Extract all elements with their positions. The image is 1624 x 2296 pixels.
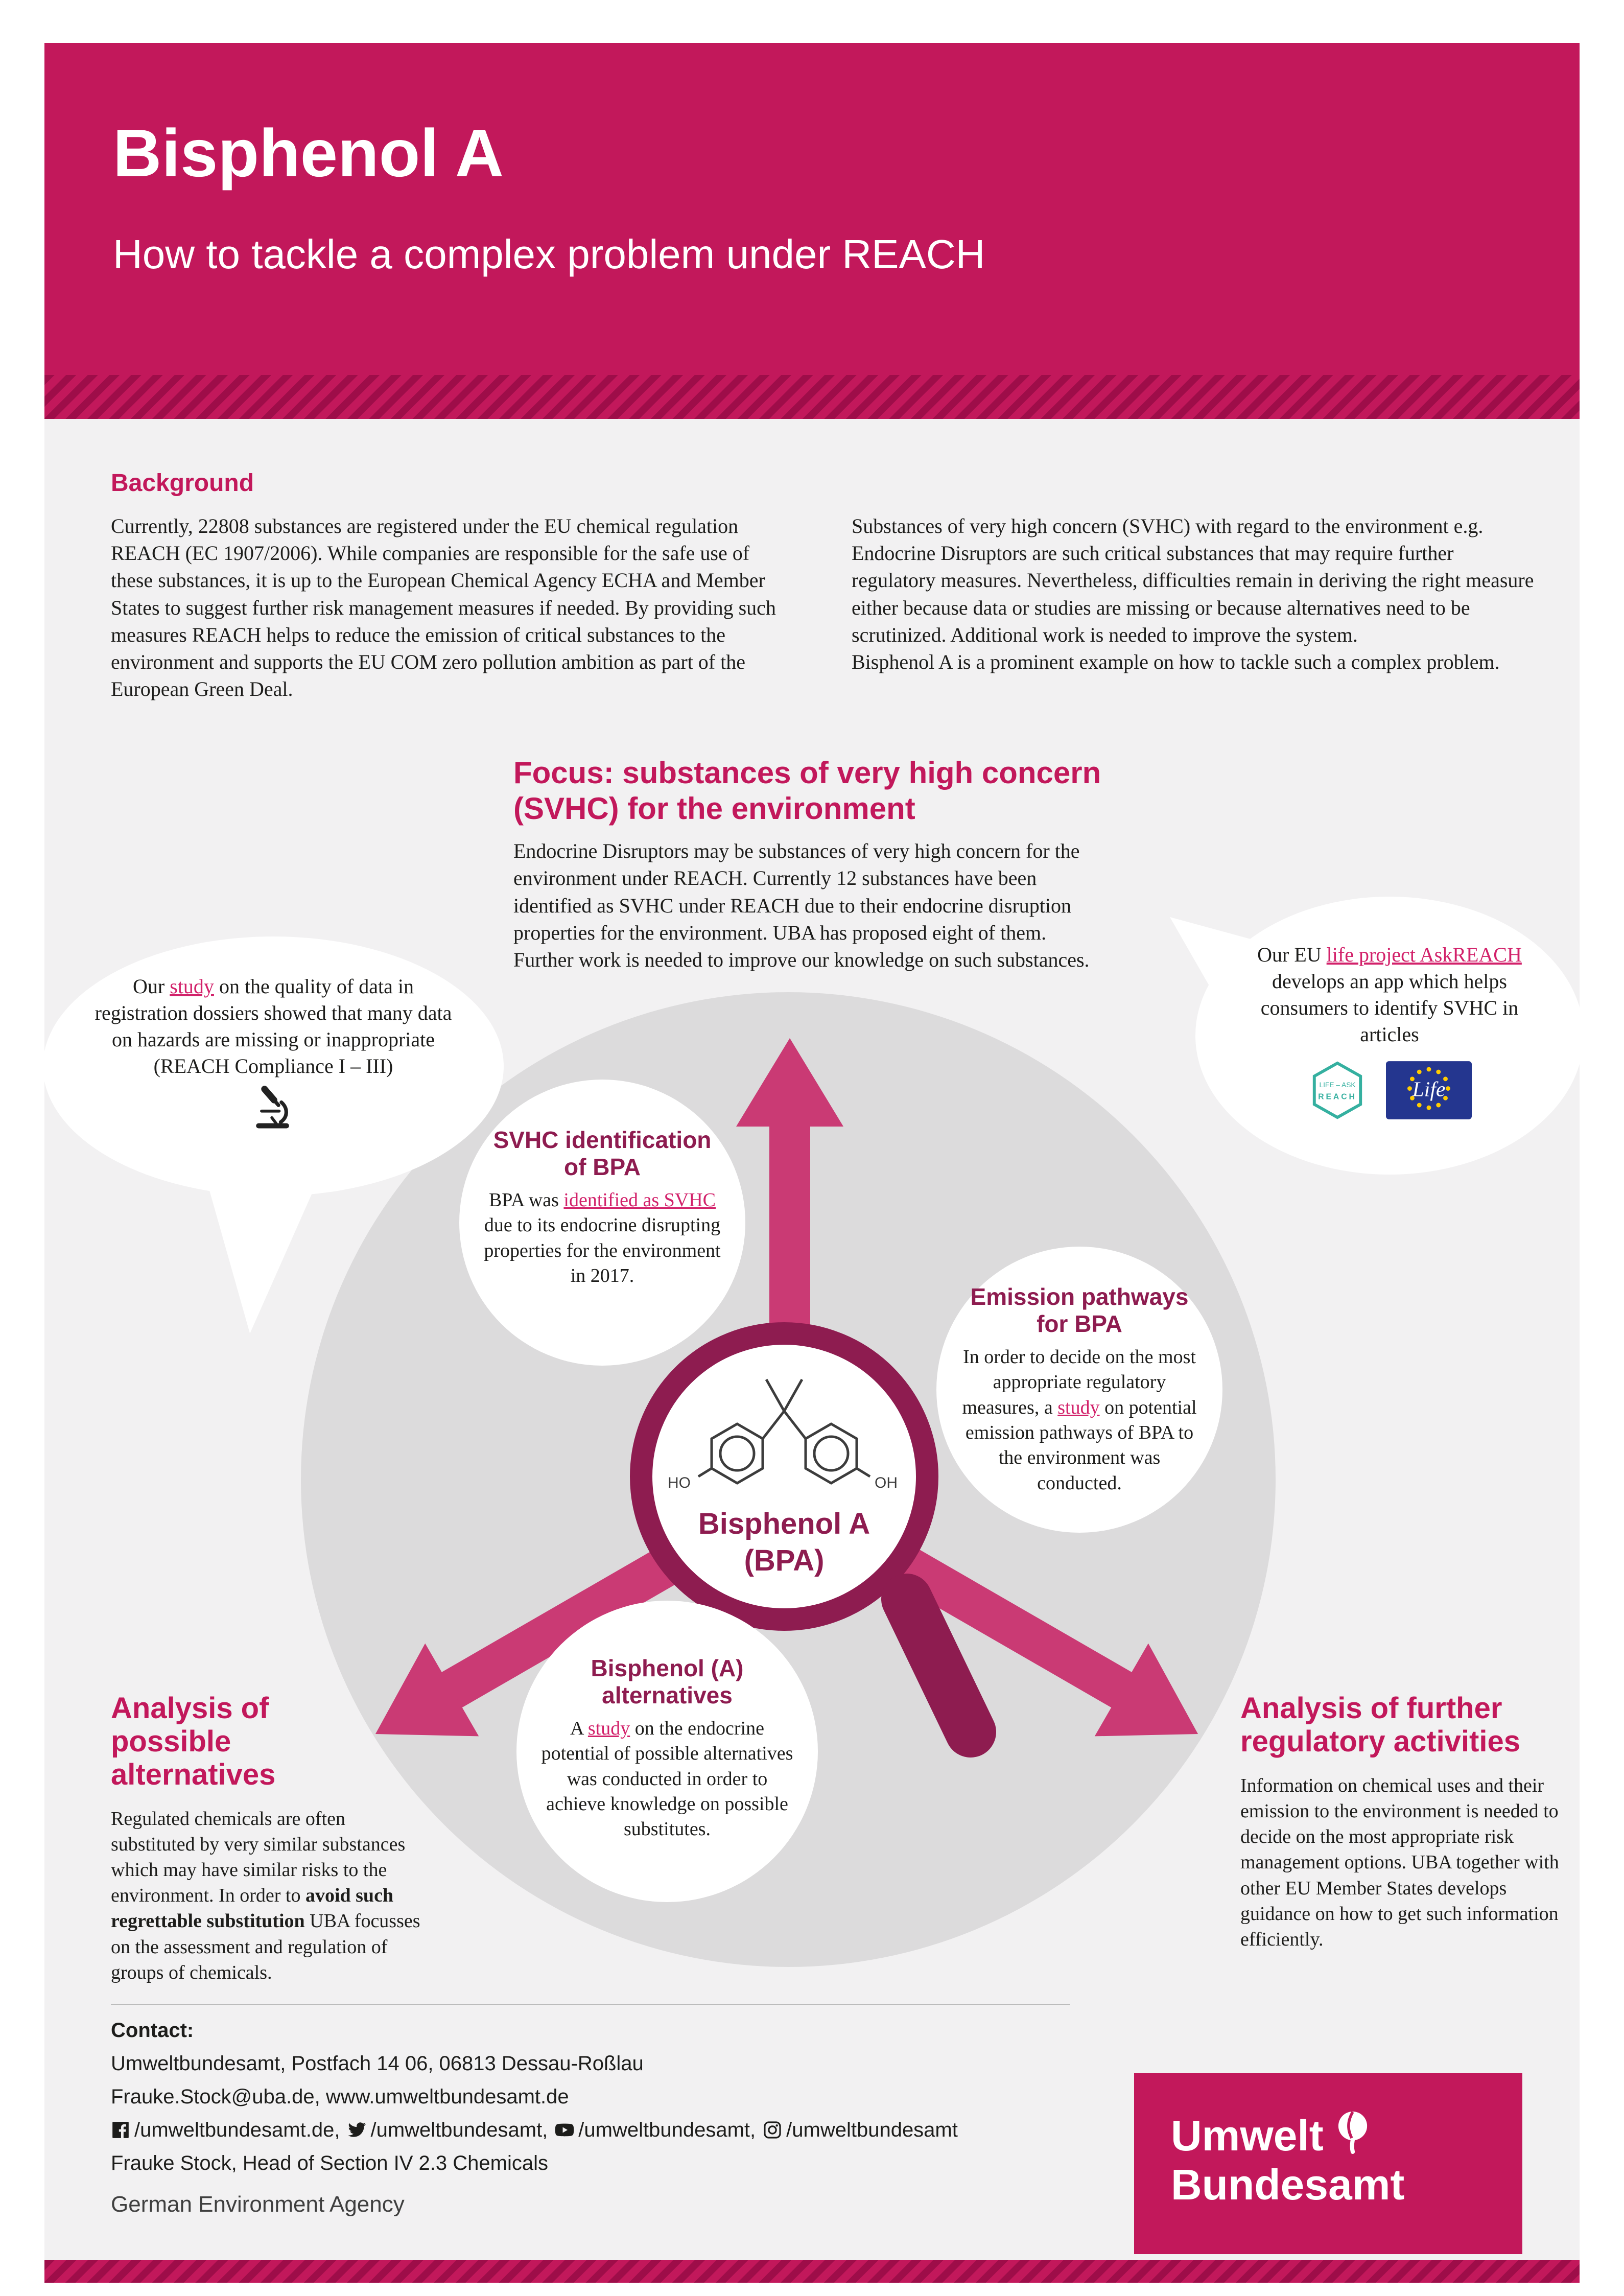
background-section: Background Currently, 22808 substances a… xyxy=(111,469,1541,702)
svhc-identified-link[interactable]: identified as SVHC xyxy=(563,1189,716,1211)
emission-pathways-circle: Emission pathways for BPA In order to de… xyxy=(936,1247,1222,1533)
header-stripe-band xyxy=(44,375,1580,419)
analysis-left-bold: avoid such regrettable substitution xyxy=(111,1885,394,1932)
facebook-icon xyxy=(111,2120,130,2140)
eu-life-flag-logo: Life xyxy=(1386,1061,1472,1122)
poster-subtitle: How to tackle a complex problem under RE… xyxy=(113,231,985,277)
poster-title: Bisphenol A xyxy=(113,115,504,191)
study-link[interactable]: study xyxy=(170,975,214,998)
study-bubble-text: Our study on the quality of data in regi… xyxy=(95,973,452,1080)
svg-text:LIFE – ASK: LIFE – ASK xyxy=(1319,1081,1356,1089)
alternatives-study-link[interactable]: study xyxy=(587,1717,630,1739)
askreach-logos: LIFE – ASK REACH Life xyxy=(1195,1060,1584,1123)
alternatives-circle-body: A study on the endocrine potential of po… xyxy=(539,1716,795,1842)
svhc-identification-circle: SVHC identification of BPA BPA was ident… xyxy=(459,1080,745,1366)
footer-divider xyxy=(111,2004,1070,2005)
social-row: /umweltbundesamt.de, /umweltbundesamt, /… xyxy=(111,2117,958,2143)
analysis-possible-alternatives: Analysis of possible alternatives Regula… xyxy=(111,1692,438,1985)
life-askreach-logo: LIFE – ASK REACH xyxy=(1307,1060,1368,1123)
focus-body: Endocrine Disruptors may be substances o… xyxy=(513,839,1090,971)
background-column-left: Currently, 22808 substances are register… xyxy=(111,514,776,701)
emission-circle-pre: In order to decide on the most appropria… xyxy=(962,1346,1196,1418)
svg-text:Life: Life xyxy=(1412,1077,1446,1100)
study-bubble-pre: Our xyxy=(133,975,170,998)
contact-email-web: Frauke.Stock@uba.de, www.umweltbundesamt… xyxy=(111,2086,569,2108)
uba-logo-block: Umwelt Bundesamt xyxy=(1134,2073,1522,2254)
alternatives-circle-heading: Bisphenol (A) alternatives xyxy=(591,1655,744,1708)
study-bubble-post: on the quality of data in registration d… xyxy=(95,975,452,1077)
background-paragraph-1: Substances of very high concern (SVHC) w… xyxy=(852,514,1534,646)
uba-logo-line2: Bundesamt xyxy=(1171,2162,1522,2208)
header-banner: Bisphenol A How to tackle a complex prob… xyxy=(44,43,1580,375)
microscope-icon xyxy=(43,1085,504,1134)
analysis-left-body: Regulated chemicals are often substitute… xyxy=(111,1806,430,1985)
analysis-right-heading: Analysis of further regulatory activitie… xyxy=(1240,1692,1520,1758)
uba-logo-text-bundesamt: Bundesamt xyxy=(1171,2161,1405,2209)
emission-circle-heading: Emission pathways for BPA xyxy=(970,1283,1189,1337)
social-handle: /umweltbundesamt, xyxy=(578,2119,756,2141)
uba-logo-text-umwelt: Umwelt xyxy=(1171,2111,1324,2160)
analysis-further-regulatory: Analysis of further regulatory activitie… xyxy=(1240,1692,1578,1952)
askreach-bubble-text: Our EU life project AskREACH develops an… xyxy=(1241,942,1538,1048)
askreach-bubble: Our EU life project AskREACH develops an… xyxy=(1195,897,1584,1175)
alternatives-circle-pre: A xyxy=(570,1717,588,1739)
social-handle: /umweltbundesamt xyxy=(786,2119,958,2141)
svhc-circle-post: due to its endocrine disrupting properti… xyxy=(484,1214,721,1286)
bottom-stripe-band xyxy=(44,2260,1580,2283)
contact-block: Contact: Umweltbundesamt, Postfach 14 06… xyxy=(111,2017,958,2183)
askreach-bubble-post: develops an app which helps consumers to… xyxy=(1260,970,1519,1046)
instagram-icon xyxy=(763,2120,782,2140)
uba-tree-icon xyxy=(1333,2109,1373,2162)
svhc-circle-heading: SVHC identification of BPA xyxy=(493,1127,712,1180)
social-facebook: /umweltbundesamt.de, xyxy=(111,2117,340,2143)
social-youtube: /umweltbundesamt, xyxy=(555,2117,756,2143)
analysis-left-pre: Regulated chemicals are often substitute… xyxy=(111,1808,406,1907)
emission-study-link[interactable]: study xyxy=(1057,1396,1100,1418)
focus-section: Focus: substances of very high concern (… xyxy=(513,755,1132,973)
background-columns: Currently, 22808 substances are register… xyxy=(111,512,1541,702)
analysis-right-body: Information on chemical uses and their e… xyxy=(1240,1774,1559,1950)
background-heading: Background xyxy=(111,470,254,497)
background-paragraph-2: Bisphenol A is a prominent example on ho… xyxy=(852,650,1500,673)
svg-text:REACH: REACH xyxy=(1318,1093,1357,1102)
contact-person: Frauke Stock, Head of Section IV 2.3 Che… xyxy=(111,2152,548,2174)
analysis-left-heading: Analysis of possible alternatives xyxy=(111,1692,276,1791)
social-handle: /umweltbundesamt.de, xyxy=(134,2119,340,2141)
uba-logo-line1: Umwelt xyxy=(1171,2109,1522,2162)
emission-circle-body: In order to decide on the most appropria… xyxy=(959,1345,1199,1496)
svhc-circle-body: BPA was identified as SVHC due to its en… xyxy=(482,1188,722,1289)
svhc-circle-pre: BPA was xyxy=(488,1189,564,1211)
focus-heading: Focus: substances of very high concern (… xyxy=(513,756,1101,826)
youtube-icon xyxy=(555,2120,574,2140)
background-column-right: Substances of very high concern (SVHC) w… xyxy=(852,512,1541,702)
alternatives-circle-post: on the endocrine potential of possible a… xyxy=(541,1717,793,1840)
twitter-icon xyxy=(347,2120,366,2140)
alternatives-circle: Bisphenol (A) alternatives A study on th… xyxy=(516,1601,818,1902)
social-handle: /umweltbundesamt, xyxy=(370,2119,548,2141)
social-twitter: /umweltbundesamt, xyxy=(347,2117,548,2143)
contact-address: Umweltbundesamt, Postfach 14 06, 06813 D… xyxy=(111,2052,644,2075)
study-bubble: Our study on the quality of data in regi… xyxy=(43,936,504,1196)
emission-circle-post: on potential emission pathways of BPA to… xyxy=(965,1396,1197,1494)
social-instagram: /umweltbundesamt xyxy=(763,2117,958,2143)
askreach-bubble-pre: Our EU xyxy=(1257,943,1327,966)
askreach-link[interactable]: life project AskREACH xyxy=(1326,943,1522,966)
contact-label: Contact: xyxy=(111,2019,194,2042)
agency-name: German Environment Agency xyxy=(111,2192,405,2217)
analysis-left-post: UBA focusses on the assessment and regul… xyxy=(111,1910,420,1983)
